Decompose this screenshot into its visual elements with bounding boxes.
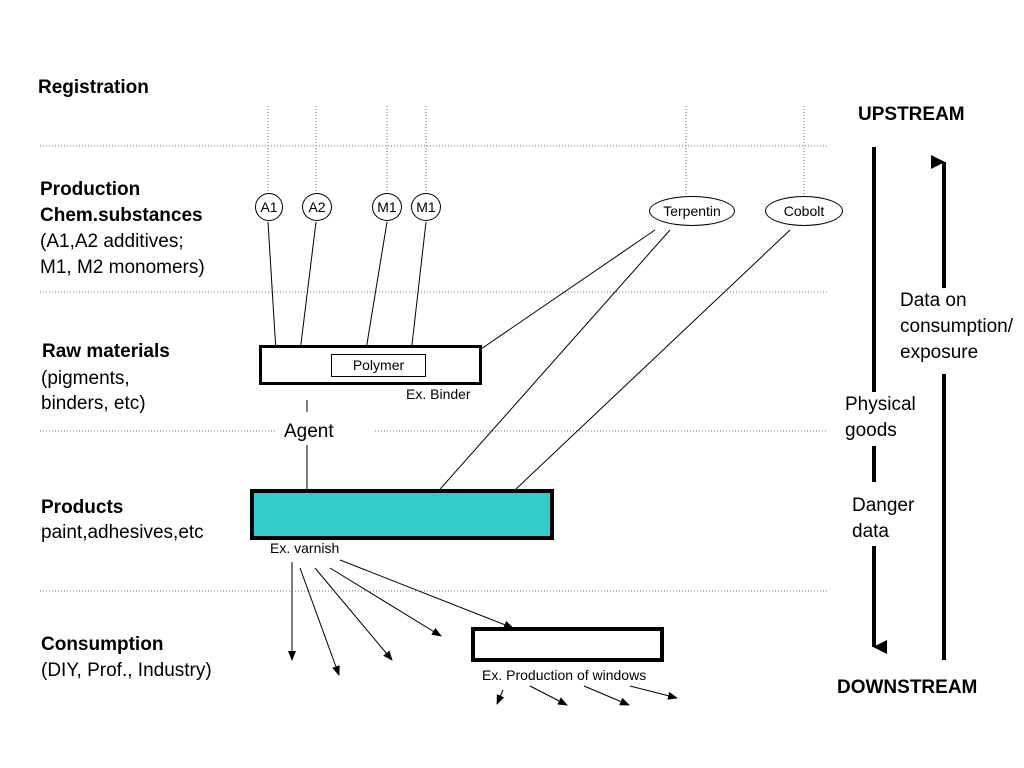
danger-data-line-2: data <box>852 521 889 542</box>
arrow-win-1 <box>496 689 505 705</box>
substance-a1-label: A1 <box>260 199 278 215</box>
upstream-label: UPSTREAM <box>858 104 965 125</box>
production-subtitle: (A1,A2 additives; <box>40 231 184 252</box>
data-on-line-3: exposure <box>900 342 979 363</box>
registration-links <box>267 106 805 196</box>
production-title: Production <box>40 179 141 200</box>
substance-terpentin-label: Terpentin <box>663 203 721 219</box>
substance-a1-node: A1 <box>255 193 283 221</box>
arrow-win-3 <box>583 685 630 706</box>
data-on-consumption-label: Data on consumption/ exposure <box>896 288 1024 374</box>
arrow-m1a-polymer <box>361 221 388 363</box>
agent-label: Agent <box>284 421 334 442</box>
binder-box <box>259 345 482 385</box>
arrow-use-3 <box>314 567 393 661</box>
registration-label: Registration <box>38 77 149 98</box>
substance-m1-label: M1 <box>377 199 397 215</box>
danger-data-line-1: Danger <box>852 495 915 516</box>
data-on-line-2: consumption/ <box>900 316 1014 337</box>
arrow-win-2 <box>529 685 568 706</box>
substance-m1-node-2: M1 <box>411 193 441 221</box>
arrow-a2-binder <box>296 221 317 361</box>
substance-a2-label: A2 <box>308 199 326 215</box>
danger-data-label: Danger data <box>850 493 917 545</box>
arrow-m1b-polymer <box>407 221 427 363</box>
varnish-box <box>250 489 554 540</box>
raw-materials-subtitle-2: binders, etc) <box>41 393 146 414</box>
arrow-win-4 <box>629 685 678 700</box>
consumption-arrows <box>288 559 514 676</box>
substance-a2-node: A2 <box>302 193 332 221</box>
data-on-line-1: Data on <box>900 290 967 311</box>
windows-box <box>471 627 664 662</box>
flow-arrows <box>872 147 946 660</box>
raw-materials-title: Raw materials <box>42 341 170 362</box>
consumption-title: Consumption <box>41 634 164 655</box>
physical-goods-label: Physical goods <box>843 392 918 444</box>
substance-cobolt-label: Cobolt <box>783 203 825 219</box>
arrow-use-2 <box>299 567 340 676</box>
production-subtitle-2: M1, M2 monomers) <box>40 257 205 278</box>
products-subtitle: paint,adhesives,etc <box>41 522 204 543</box>
arrow-terpentin-binder <box>464 229 656 361</box>
binder-caption: Ex. Binder <box>406 386 471 402</box>
substance-cobolt-node: Cobolt <box>765 196 843 226</box>
production-title-2: Chem.substances <box>40 205 203 226</box>
downstream-label: DOWNSTREAM <box>837 677 978 698</box>
substance-m1-node: M1 <box>372 193 402 221</box>
arrow-use-4 <box>329 567 442 637</box>
arrow-a1-binder <box>267 221 281 369</box>
raw-materials-subtitle: (pigments, <box>41 368 130 389</box>
products-title: Products <box>41 497 124 518</box>
substance-terpentin-node: Terpentin <box>649 196 735 226</box>
physical-goods-line-2: goods <box>845 420 897 441</box>
arrow-terpentin-varnish <box>417 229 671 515</box>
windows-caption: Ex. Production of windows <box>482 667 647 683</box>
substance-m1-label-2: M1 <box>416 199 436 215</box>
varnish-caption: Ex. varnish <box>270 540 340 556</box>
arrow-cobolt-varnish <box>497 229 791 507</box>
windows-arrows <box>496 685 678 706</box>
arrow-use-windows <box>339 559 514 629</box>
physical-goods-line-1: Physical <box>845 394 916 415</box>
substance-arrows <box>267 221 791 515</box>
polymer-box: Polymer <box>331 354 426 377</box>
stage-separators <box>40 145 828 592</box>
consumption-subtitle: (DIY, Prof., Industry) <box>41 660 212 681</box>
